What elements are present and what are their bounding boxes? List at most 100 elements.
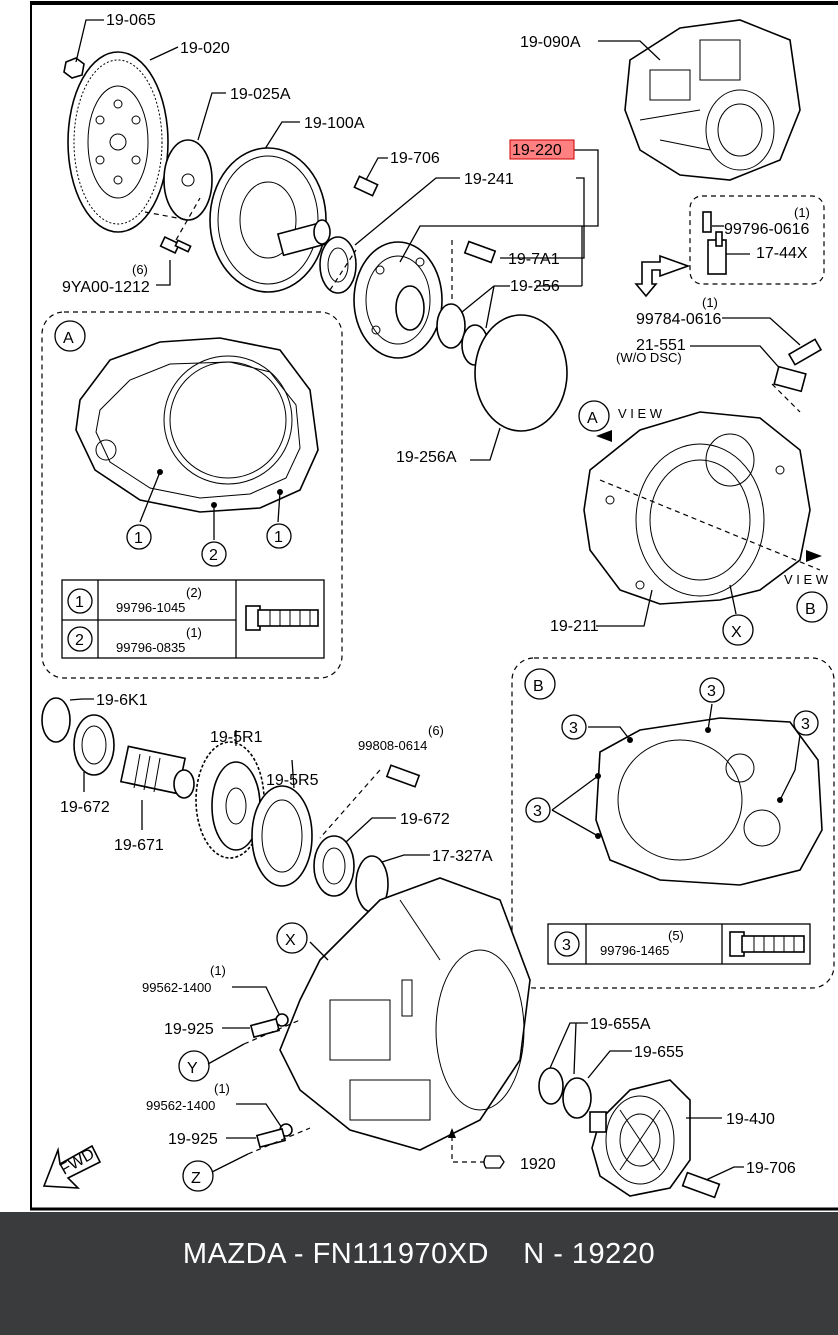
label-19-706-top: 19-706 (390, 150, 440, 167)
label-19-256a: 19-256A (396, 449, 457, 466)
label-21-551: 21-551 (636, 337, 686, 354)
label-19-925-a: 19-925 (164, 1021, 214, 1038)
plate-19-5r5-drawing (251, 785, 313, 887)
shaft-19-671-drawing (119, 745, 195, 799)
table-b-row1-callout: 3 (562, 937, 571, 954)
label-1920: 1920 (520, 1156, 556, 1173)
label-19-655: 19-655 (634, 1044, 684, 1061)
bolt-9ya00-drawing (159, 236, 192, 254)
torque-converter-drawing (209, 147, 331, 293)
callout-y: Y (187, 1060, 198, 1077)
ring-19-6k1-drawing (41, 697, 71, 743)
nut-19-065-drawing (63, 57, 85, 79)
label-19-5r5: 19-5R5 (266, 772, 319, 789)
cover-19-4j0-drawing (589, 1079, 691, 1197)
label-99562-1400-a: 99562-1400 (142, 980, 211, 995)
label-19-220[interactable]: 19-220 (512, 142, 562, 159)
label-17-44x: 17-44X (756, 245, 808, 262)
label-19-090a: 19-090A (520, 34, 581, 51)
view-b-gasket-drawing (595, 717, 823, 886)
label-19-4j0: 19-4J0 (726, 1111, 775, 1128)
label-19-211: 19-211 (550, 618, 599, 635)
qty-9ya00: (6) (132, 262, 148, 277)
label-99796-0616: 99796-0616 (724, 221, 810, 238)
table-a-row1-qty: (2) (186, 585, 202, 600)
label-19-7a1: 19-7A1 (508, 251, 560, 268)
view-a-box (41, 311, 343, 679)
label-19-655a: 19-655A (590, 1016, 651, 1033)
transaxle-case-drawing (583, 411, 811, 605)
callout-3-left-top: 3 (569, 720, 578, 737)
oil-pump-19-220-drawing (353, 241, 443, 359)
qty-99808-0614: (6) (428, 723, 444, 738)
label-19-241: 19-241 (464, 171, 514, 188)
callout-x-top: X (731, 624, 742, 641)
callout-z: Z (191, 1170, 201, 1187)
table-a-row2-callout: 2 (75, 632, 84, 649)
label-19-925-b: 19-925 (168, 1131, 218, 1148)
seal-19-241-drawing (319, 236, 357, 294)
callout-1-right: 1 (274, 529, 283, 546)
table-b-row1-part: 99796-1465 (600, 943, 669, 958)
callout-x: X (285, 932, 296, 949)
callout-3-left: 3 (533, 803, 542, 820)
table-a-row1-callout: 1 (75, 594, 84, 611)
footer-bar: MAZDA - FN111970XD N - 19220 (0, 1212, 838, 1335)
qty-99796-0616: (1) (794, 205, 810, 220)
callout-1-left: 1 (134, 530, 143, 547)
gear-19-5r1-drawing (195, 741, 265, 859)
callout-2: 2 (209, 547, 218, 564)
view-a-title: A (63, 330, 74, 347)
transaxle-drawing (624, 19, 801, 181)
table-a-row2-qty: (1) (186, 625, 202, 640)
part-number-caption: MAZDA - FN111970XD N - 19220 (182, 1238, 656, 1270)
label-19-5r1: 19-5R1 (210, 729, 263, 746)
view-a-label: V I E W (618, 406, 663, 421)
view-a-gasket-drawing (75, 337, 319, 513)
label-19-672-right: 19-672 (400, 811, 450, 828)
bearing-19-672-left-drawing (73, 714, 115, 776)
table-a-row2-part: 99796-0835 (116, 640, 185, 655)
sensor-detail-box (689, 195, 825, 285)
qty-99562-1400-b: (1) (214, 1081, 230, 1096)
flywheel-drawing (67, 51, 169, 233)
direction-arrow-icon (634, 254, 691, 298)
label-19-020: 19-020 (180, 40, 230, 57)
parts-diagram: 19-065 19-020 19-025A 19-100A 19-706 19-… (30, 1, 838, 1211)
table-b-row1-qty: (5) (668, 928, 684, 943)
label-19-706-bottom: 19-706 (746, 1160, 796, 1177)
callout-3-top: 3 (707, 683, 716, 700)
seal-19-655a-drawing (538, 1067, 564, 1105)
table-a-row1-part: 99796-1045 (116, 600, 185, 615)
label-19-6k1: 19-6K1 (96, 692, 148, 709)
qty-99562-1400-a: (1) (210, 963, 226, 978)
case-drawing (279, 877, 531, 1151)
callout-3-right: 3 (801, 716, 810, 733)
qty-99784-0616: (1) (702, 295, 718, 310)
label-19-672-left: 19-672 (60, 799, 110, 816)
seal-19-655-drawing (562, 1077, 592, 1119)
plate-19-025a-drawing (163, 139, 213, 221)
label-9ya00-1212: 9YA00-1212 (62, 279, 150, 296)
fwd-arrow-icon (42, 1144, 102, 1189)
callout-view-b: B (805, 601, 816, 618)
view-b-label: V I E W (784, 572, 829, 587)
label-19-065: 19-065 (106, 12, 156, 29)
label-19-671: 19-671 (114, 837, 164, 854)
note-21-551: (W/O DSC) (616, 350, 682, 365)
view-b-box (511, 657, 835, 989)
bolt-icon-b (729, 931, 805, 957)
label-19-100a: 19-100A (304, 115, 365, 132)
bolt-icon-a (245, 605, 319, 631)
label-99562-1400-b: 99562-1400 (146, 1098, 215, 1113)
label-99784-0616: 99784-0616 (636, 311, 722, 328)
label-99808-0614: 99808-0614 (358, 738, 427, 753)
highlight-19-220 (509, 139, 575, 160)
label-19-256: 19-256 (510, 278, 560, 295)
label-19-025a: 19-025A (230, 86, 291, 103)
callout-view-a: A (587, 410, 598, 427)
view-b-title: B (533, 678, 544, 695)
label-17-327a: 17-327A (432, 848, 493, 865)
bearing-19-672-right-drawing (313, 835, 355, 897)
